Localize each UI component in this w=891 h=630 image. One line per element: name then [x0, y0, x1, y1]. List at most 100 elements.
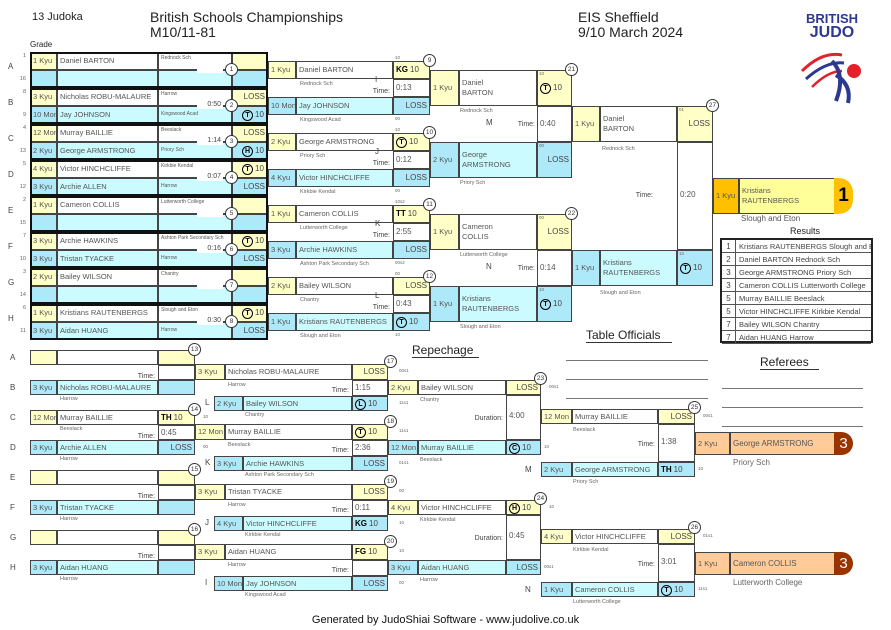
score-points: 10	[539, 71, 545, 76]
score-value: LOSS	[243, 182, 265, 191]
grade-cell: 3 Kyu	[30, 440, 57, 455]
official-signature-line	[566, 398, 708, 399]
match-number-badge: 10	[423, 126, 436, 139]
club-label: Harrow	[420, 577, 438, 583]
fighter-name: George ARMSTRONG	[572, 462, 658, 477]
club-label: Harrow	[60, 576, 78, 582]
score-cell: LOSS	[352, 576, 388, 591]
pool-letter: E	[8, 206, 14, 215]
score-value: LOSS	[688, 119, 710, 128]
score-points: 00	[395, 271, 401, 276]
score-value: 10	[255, 146, 264, 155]
match-letter: N	[525, 585, 531, 594]
match-number-badge: 9	[423, 54, 436, 67]
grade-cell: 2 Kyu	[541, 462, 572, 477]
club-label: Slough and Eton	[460, 324, 501, 330]
result-entry: Cameron COLLIS Lutterworth College	[736, 279, 871, 292]
result-place: 3	[722, 266, 736, 279]
grade-cell: 4 Kyu	[214, 516, 243, 531]
match-time: 0:14	[537, 250, 572, 286]
grade-cell: 12 Mon	[30, 410, 57, 425]
score-points: 00	[399, 488, 405, 493]
match-letter: I	[205, 578, 208, 587]
score-points: 10	[679, 251, 685, 256]
fighter-name-text: Daniel BARTON	[603, 114, 634, 134]
score-points: 00s1	[544, 564, 554, 569]
score-cell: LOSS	[393, 97, 430, 115]
score-points: 00s1	[703, 413, 713, 418]
match-frame	[30, 196, 268, 232]
referees-heading: Referees	[760, 355, 819, 370]
match-time: 1:14	[197, 136, 223, 145]
match-number-badge: 13	[188, 343, 201, 356]
score-value: LOSS	[363, 459, 385, 468]
result-entry: Bailey WILSON Chantry	[736, 318, 871, 331]
pool-letter: A	[8, 62, 14, 71]
fighter-name: Aidan HUANG	[418, 560, 506, 575]
match-time	[197, 208, 223, 217]
score-points: 10	[399, 520, 405, 525]
match-number-badge: 17	[384, 355, 397, 368]
match-number-badge: 21	[565, 63, 578, 76]
score-value: 10	[407, 209, 417, 218]
bronze-place-badge: 3	[834, 432, 853, 455]
circled-t-icon: T	[242, 109, 253, 121]
score-value: 10	[369, 519, 378, 528]
table-officials-heading: Table Officials	[586, 328, 673, 343]
club-label: Slough and Eton	[600, 290, 641, 296]
match-time: 3:01	[658, 544, 695, 582]
club-label: Priory Sch	[300, 153, 326, 159]
match-number-badge: 8	[225, 315, 238, 328]
grade-cell: 3 Kyu	[30, 380, 57, 395]
score-cell	[158, 470, 195, 485]
club-label: Kingswood Acad	[300, 117, 341, 123]
time-label: Time:	[137, 553, 155, 560]
match-number-badge: 6	[225, 243, 238, 256]
match-number-badge: 25	[688, 401, 701, 414]
match-number-badge: 20	[384, 535, 397, 548]
match-number-badge: 1	[225, 63, 238, 76]
fighter-name	[57, 470, 158, 485]
date-label: 9/10 March 2024	[578, 24, 684, 40]
fighter-name: Jay JOHNSON	[243, 576, 352, 591]
score-cell: LOSS	[537, 142, 572, 178]
score-value: LOSS	[670, 532, 692, 541]
match-number-badge: 24	[534, 492, 547, 505]
score-value: LOSS	[547, 227, 569, 236]
fighter-name: Murray BAILLIE	[418, 440, 506, 455]
score-cell: LOSS	[158, 440, 195, 455]
grade-cell: 1 Kyu	[430, 70, 459, 106]
fighter-name: Murray BAILLIE	[572, 409, 658, 424]
time-label: Time:	[635, 192, 653, 199]
score-cell: LOSS	[393, 241, 430, 259]
match-frame	[30, 124, 268, 160]
score-value: LOSS	[405, 281, 427, 290]
circled-t-icon: T	[396, 136, 407, 148]
score-points: 10	[395, 55, 401, 60]
match-number-badge: 4	[225, 171, 238, 184]
match-letter: L	[205, 398, 210, 407]
fighter-name: Victor HINCHCLIFFE	[243, 516, 352, 531]
fighter-name: Aidan HUANG	[225, 544, 352, 560]
score-cell: LOSS	[393, 169, 430, 187]
score-cell: LOSS	[352, 484, 388, 500]
time-label: Time:	[372, 232, 390, 239]
seed-number: 14	[19, 292, 26, 298]
score-value: 10	[173, 413, 183, 422]
score-points: 00	[203, 444, 209, 449]
grade-cell: 4 Kyu	[388, 500, 418, 515]
fighter-name-text: Daniel BARTON	[462, 78, 493, 98]
grade-cell: 1 Kyu	[268, 313, 296, 331]
footer-credit: Generated by JudoShiai Software - www.ju…	[311, 614, 580, 626]
club-label: Harrow	[228, 562, 246, 568]
score-mark: KG	[355, 519, 367, 528]
bronze-club: Lutterworth College	[733, 578, 803, 587]
circled-l-icon: L	[355, 398, 366, 410]
match-number-badge: 19	[384, 475, 397, 488]
club-label: Beeslack	[573, 427, 596, 433]
circled-t-icon: T	[661, 584, 672, 596]
bronze-grade: 2 Kyu	[695, 432, 730, 455]
logo-line2: JUDO	[809, 24, 855, 41]
score-value: 10	[674, 585, 683, 594]
